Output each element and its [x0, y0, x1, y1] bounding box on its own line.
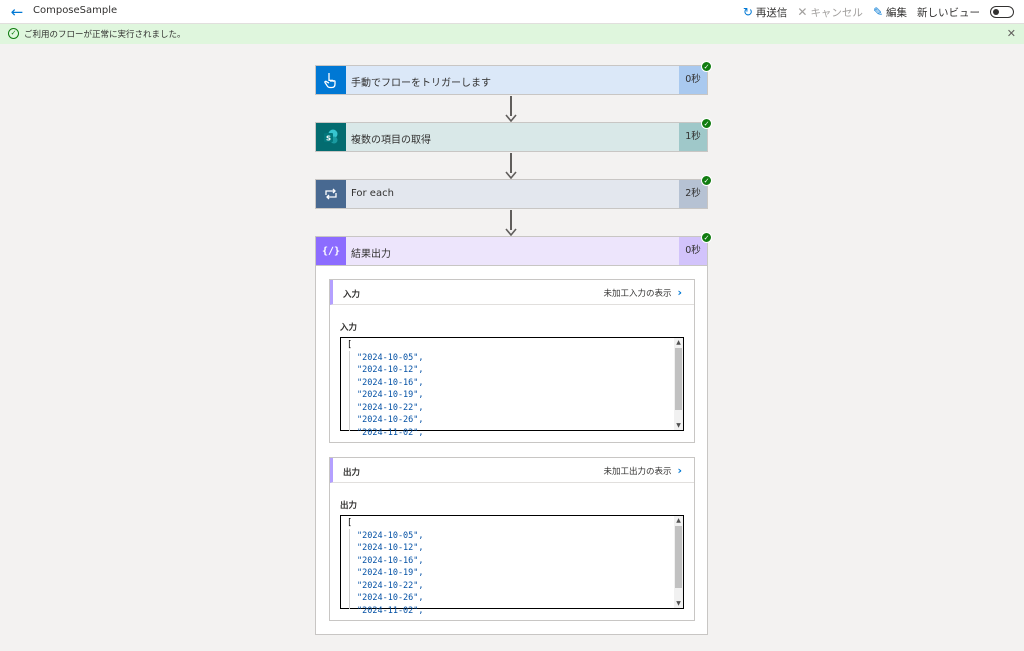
scroll-down-arrow-icon[interactable]: ▼ — [676, 422, 681, 429]
chevron-right-icon: › — [677, 464, 682, 477]
step-for-each[interactable]: For each 2秒 ✓ — [315, 175, 712, 209]
input-section: 入力 未加工入力の表示 › 入力 [ "2024-10-05", "2024-10… — [329, 279, 695, 443]
code-line: "2024-10-16", — [357, 555, 424, 566]
resubmit-label: 再送信 — [755, 6, 788, 19]
input-code-content: [ "2024-10-05", "2024-10-12", "2024-10-16"… — [341, 338, 675, 438]
banner-message: ご利用のフローが正常に実行されました。 — [24, 30, 186, 40]
svg-text:S: S — [326, 135, 331, 143]
output-section: 出力 未加工出力の表示 › 出力 [ "2024-10-05", "2024-10… — [329, 457, 695, 621]
code-line: "2024-10-16", — [357, 377, 424, 388]
input-section-title: 入力 — [343, 290, 361, 300]
success-banner: ✓ ご利用のフローが正常に実行されました。 ✕ — [0, 24, 1024, 44]
step-duration: 0秒 — [679, 237, 707, 265]
input-field-label: 入力 — [340, 323, 358, 333]
cancel-label: キャンセル — [810, 6, 863, 19]
code-line: "2024-10-05", — [357, 352, 424, 363]
sharepoint-icon: S — [316, 123, 346, 151]
connector-arrow-icon — [505, 228, 517, 237]
scroll-thumb[interactable] — [675, 526, 682, 588]
top-bar: ← ComposeSample ↻ 再送信 ✕ キャンセル ✎ 編集 新しいビュ… — [0, 0, 1024, 24]
scroll-up-arrow-icon[interactable]: ▲ — [676, 517, 681, 524]
loop-icon — [316, 180, 346, 208]
code-line: "2024-10-19", — [357, 390, 424, 400]
code-open-bracket: [ — [347, 518, 353, 528]
output-field-label: 出力 — [340, 501, 358, 511]
new-view-label-wrap: 新しいビュー — [917, 5, 980, 20]
code-line: "2024-10-26", — [357, 415, 424, 425]
step-manual-trigger[interactable]: 手動でフローをトリガーします 0秒 ✓ — [315, 61, 712, 95]
touch-icon — [316, 66, 346, 94]
cancel-button[interactable]: ✕ キャンセル — [797, 5, 863, 20]
scroll-down-arrow-icon[interactable]: ▼ — [676, 600, 681, 607]
output-section-title: 出力 — [343, 468, 361, 478]
step-compose-header[interactable]: {∕} 結果出力 0秒 ✓ — [315, 232, 712, 266]
step-success-check-icon: ✓ — [701, 232, 712, 243]
code-line: "2024-10-12", — [357, 365, 424, 375]
chevron-right-icon: › — [677, 286, 682, 299]
step-label: 結果出力 — [351, 249, 391, 260]
output-code-box[interactable]: [ "2024-10-05", "2024-10-12", "2024-10-16"… — [340, 515, 684, 616]
connector-arrow-icon — [505, 114, 517, 123]
step-label: 手動でフローをトリガーします — [351, 78, 491, 89]
connector-line — [510, 96, 512, 116]
output-section-header: 出力 未加工出力の表示 › — [330, 458, 694, 483]
step-success-check-icon: ✓ — [701, 61, 712, 72]
compose-icon: {∕} — [316, 237, 346, 265]
step-success-check-icon: ✓ — [701, 175, 712, 186]
code-open-bracket: [ — [347, 340, 353, 350]
output-code-content: [ "2024-10-05", "2024-10-12", "2024-10-16"… — [341, 516, 675, 616]
show-raw-inputs-link[interactable]: 未加工入力の表示 › — [603, 286, 682, 299]
step-duration: 1秒 — [679, 123, 707, 151]
connector-line — [510, 153, 512, 173]
code-line: "2024-10-19", — [357, 568, 424, 578]
step-success-check-icon: ✓ — [701, 118, 712, 129]
indent-guide — [349, 351, 350, 431]
input-scrollbar[interactable]: ▲ ▼ — [674, 338, 683, 430]
code-line: "2024-10-12", — [357, 543, 424, 553]
code-line: "2024-10-22", — [357, 402, 424, 413]
show-raw-outputs-link[interactable]: 未加工出力の表示 › — [603, 464, 682, 477]
resubmit-button[interactable]: ↻ 再送信 — [743, 5, 788, 20]
step-compose-card: {∕} 結果出力 0秒 ✓ 入力 未加工入力の表示 › 入力 [ "2024-1… — [315, 232, 712, 635]
code-line: "2024-11-02", — [357, 427, 424, 438]
banner-close-icon[interactable]: ✕ — [1006, 27, 1016, 40]
toggle-knob — [993, 9, 999, 15]
new-view-toggle[interactable] — [990, 6, 1014, 18]
code-line: "2024-10-26", — [357, 593, 424, 603]
flow-title: ComposeSample — [33, 5, 118, 16]
code-line: "2024-10-05", — [357, 530, 424, 541]
step-label: 複数の項目の取得 — [351, 135, 431, 146]
output-scrollbar[interactable]: ▲ ▼ — [674, 516, 683, 608]
edit-button[interactable]: ✎ 編集 — [873, 5, 907, 20]
connector-arrow-icon — [505, 171, 517, 180]
command-bar: ↻ 再送信 ✕ キャンセル ✎ 編集 新しいビュー — [743, 3, 1014, 21]
pencil-icon: ✎ — [872, 5, 883, 19]
show-raw-outputs-label: 未加工出力の表示 — [603, 466, 672, 477]
edit-label: 編集 — [886, 6, 907, 19]
refresh-icon: ↻ — [742, 5, 753, 19]
back-arrow-icon[interactable]: ← — [10, 3, 24, 21]
success-check-icon: ✓ — [8, 28, 19, 39]
new-view-label: 新しいビュー — [917, 6, 980, 19]
input-section-header: 入力 未加工入力の表示 › — [330, 280, 694, 305]
step-get-items[interactable]: S 複数の項目の取得 1秒 ✓ — [315, 118, 712, 152]
code-line: "2024-11-02", — [357, 605, 424, 616]
connector-line — [510, 210, 512, 230]
code-line: "2024-10-22", — [357, 580, 424, 591]
indent-guide — [349, 529, 350, 609]
input-code-box[interactable]: [ "2024-10-05", "2024-10-12", "2024-10-16"… — [340, 337, 684, 438]
show-raw-inputs-label: 未加工入力の表示 — [603, 288, 672, 299]
step-label: For each — [351, 188, 394, 199]
scroll-thumb[interactable] — [675, 348, 682, 410]
scroll-up-arrow-icon[interactable]: ▲ — [676, 339, 681, 346]
close-icon: ✕ — [797, 5, 808, 19]
